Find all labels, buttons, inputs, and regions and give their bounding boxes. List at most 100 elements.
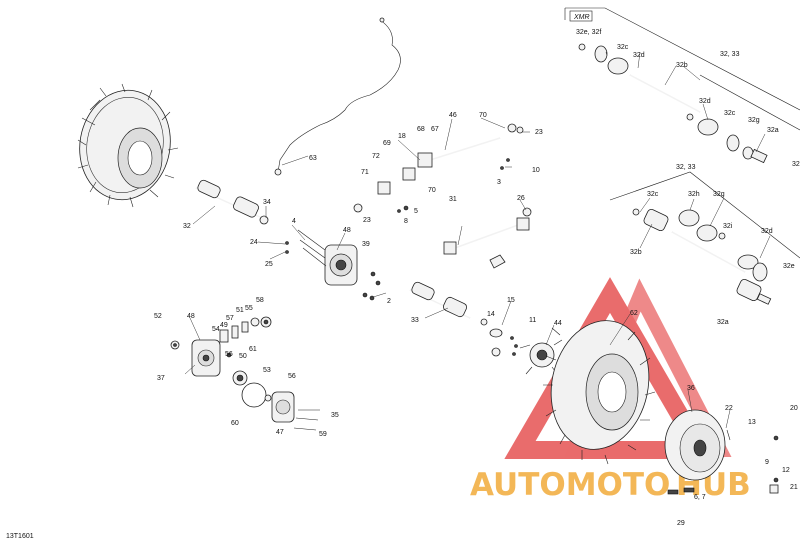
callout-72: 72 bbox=[372, 153, 380, 160]
callout-13: 13 bbox=[748, 419, 756, 426]
callout-32c-top: 32c bbox=[617, 44, 629, 51]
callout-24: 24 bbox=[250, 239, 258, 246]
callout-9: 9 bbox=[765, 459, 769, 466]
callout-55: 55 bbox=[245, 305, 253, 312]
callout-32b-mid: 32b bbox=[630, 249, 642, 256]
callout-32a-mid: 32a bbox=[717, 319, 729, 326]
callout-29: 29 bbox=[677, 520, 685, 527]
callout-56b: 56 bbox=[288, 373, 296, 380]
callout-70b: 70 bbox=[479, 112, 487, 119]
callout-10: 10 bbox=[532, 167, 540, 174]
callout-37: 37 bbox=[157, 375, 165, 382]
drive-shaft-33 bbox=[409, 281, 518, 357]
callout-32d-mid: 32d bbox=[761, 228, 773, 235]
callout-21: 21 bbox=[790, 484, 798, 491]
callout-32-33-mid: 32, 33 bbox=[676, 164, 696, 171]
callout-32b-top: 32b bbox=[676, 62, 688, 69]
callout-4: 4 bbox=[292, 218, 296, 225]
callout-57: 57 bbox=[226, 315, 234, 322]
callout-32d-top: 32d bbox=[633, 52, 645, 59]
callout-32h: 32h bbox=[688, 191, 700, 198]
callout-48a: 48 bbox=[343, 227, 351, 234]
callout-31: 31 bbox=[449, 196, 457, 203]
callout-32-33-top: 32, 33 bbox=[720, 51, 740, 58]
diagram-code: 13T1601 bbox=[6, 533, 34, 540]
inset-shaft-top bbox=[578, 43, 768, 164]
callout-69: 69 bbox=[383, 140, 391, 147]
driveshaft-46 bbox=[353, 123, 524, 213]
callout-32c-mid: 32c bbox=[647, 191, 659, 198]
callout-33: 33 bbox=[411, 317, 419, 324]
callout-25: 25 bbox=[265, 261, 273, 268]
callout-53: 53 bbox=[263, 367, 271, 374]
drive-shaft-32 bbox=[195, 179, 269, 225]
callout-46: 46 bbox=[449, 112, 457, 119]
callout-58: 58 bbox=[256, 297, 264, 304]
callout-54: 54 bbox=[212, 326, 220, 333]
callout-52: 52 bbox=[154, 313, 162, 320]
callout-8: 8 bbox=[404, 218, 408, 225]
callout-32g-top: 32g bbox=[748, 117, 760, 124]
callout-49: 49 bbox=[220, 322, 228, 329]
brake-line bbox=[277, 19, 401, 173]
callout-32g-mid: 32g bbox=[713, 191, 725, 198]
callout-14: 14 bbox=[487, 311, 495, 318]
callout-2: 2 bbox=[387, 298, 391, 305]
callout-23b: 23 bbox=[535, 129, 543, 136]
callout-18: 18 bbox=[398, 133, 406, 140]
callout-62: 62 bbox=[630, 310, 638, 317]
callout-67: 67 bbox=[431, 126, 439, 133]
callout-32-right: 32 bbox=[792, 161, 800, 168]
rim-36 bbox=[664, 409, 779, 495]
callout-50: 50 bbox=[239, 353, 247, 360]
callout-39: 39 bbox=[362, 241, 370, 248]
callout-44: 44 bbox=[554, 320, 562, 327]
callout-63: 63 bbox=[309, 155, 317, 162]
inset-shaft-mid bbox=[632, 208, 772, 305]
callout-32c-top2: 32c bbox=[724, 110, 736, 117]
watermark-text-left: AUTOMOTO bbox=[470, 467, 670, 503]
callout-47: 47 bbox=[276, 429, 284, 436]
inset-frame-top bbox=[564, 7, 800, 111]
callout-labels: 63 32 34 4 24 25 48 39 2 46 18 68 67 69 … bbox=[154, 29, 800, 527]
variant-box bbox=[569, 10, 593, 22]
rear-knuckle-group bbox=[170, 316, 320, 431]
callout-68: 68 bbox=[417, 126, 425, 133]
leader-lines bbox=[184, 51, 771, 429]
callout-32d-top2: 32d bbox=[699, 98, 711, 105]
callout-20: 20 bbox=[790, 405, 798, 412]
callout-32: 32 bbox=[183, 223, 191, 230]
callout-12: 12 bbox=[782, 467, 790, 474]
variant-label: XMR bbox=[573, 14, 590, 21]
callout-34: 34 bbox=[263, 199, 271, 206]
callout-35: 35 bbox=[331, 412, 339, 419]
callout-32e-mid: 32e bbox=[783, 263, 795, 270]
callout-15: 15 bbox=[507, 297, 515, 304]
callout-6-7: 6, 7 bbox=[694, 494, 706, 501]
knuckle-assembly bbox=[285, 229, 381, 301]
callout-59: 59 bbox=[319, 431, 327, 438]
callout-3: 3 bbox=[497, 179, 501, 186]
callout-11: 11 bbox=[529, 317, 536, 324]
callout-48b: 48 bbox=[187, 313, 195, 320]
callout-26: 26 bbox=[517, 195, 525, 202]
inset-frame-mid bbox=[609, 171, 800, 259]
driveshaft-31 bbox=[443, 207, 532, 269]
callout-32e-32f: 32e, 32f bbox=[576, 29, 601, 36]
callout-5: 5 bbox=[414, 208, 418, 215]
callout-71: 71 bbox=[361, 169, 369, 176]
callout-60: 60 bbox=[231, 420, 239, 427]
callout-56a: 56 bbox=[225, 351, 233, 358]
callout-36: 36 bbox=[687, 385, 695, 392]
callout-23a: 23 bbox=[363, 217, 371, 224]
tire-top-left bbox=[77, 83, 179, 208]
callout-61: 61 bbox=[249, 346, 257, 353]
tire-bottom-right bbox=[543, 320, 656, 465]
callout-32i: 32i bbox=[723, 223, 733, 230]
hub-44 bbox=[519, 339, 563, 376]
callout-51: 51 bbox=[236, 307, 244, 314]
callout-22: 22 bbox=[725, 405, 733, 412]
callout-70a: 70 bbox=[428, 187, 436, 194]
